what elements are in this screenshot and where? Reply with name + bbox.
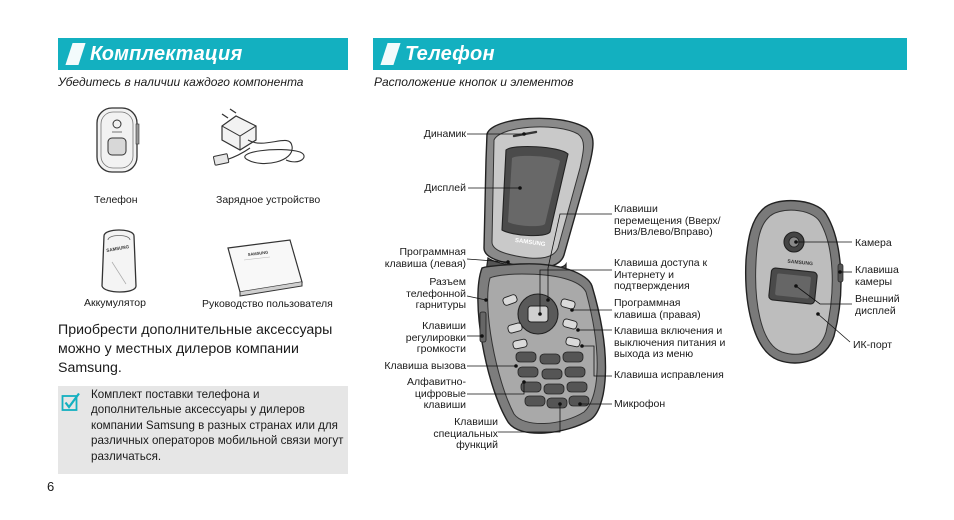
item-caption-manual: Руководство пользователя	[202, 298, 333, 310]
closed-phone-brand-print: SAMSUNG	[787, 259, 813, 268]
phone-body-lower	[477, 263, 607, 434]
charger-item-illustration	[213, 108, 305, 166]
label-clear-key: Клавиша исправления	[614, 369, 724, 381]
label-headset-jack: Разъем телефонной гарнитуры	[406, 276, 466, 311]
label-right-softkey: Программная клавиша (правая)	[614, 297, 701, 321]
label-camera: Камера	[855, 237, 892, 249]
closed-phone-illustration: SAMSUNG	[745, 199, 844, 364]
manual-brand-print: SAMSUNG	[248, 250, 269, 257]
section-banner-phone: Телефон	[373, 38, 907, 70]
label-left-softkey: Программная клавиша (левая)	[384, 246, 466, 270]
phone-flip-upper: SAMSUNG	[483, 117, 594, 269]
label-alphanumeric-keys: Алфавитно-цифровые клавиши	[407, 376, 466, 411]
item-caption-charger: Зарядное устройство	[216, 194, 321, 206]
label-external-display: Внешний дисплей	[855, 293, 900, 317]
label-display: Дисплей	[424, 182, 466, 194]
page-number: 6	[47, 479, 55, 494]
callout-lines-closed	[794, 240, 852, 343]
accessories-paragraph: Приобрести дополнительные аксессуары мож…	[58, 322, 333, 376]
section-title: Телефон	[405, 42, 495, 65]
label-microphone: Микрофон	[614, 398, 666, 410]
phone-item-illustration	[96, 107, 140, 173]
label-ir-port: ИК-порт	[853, 339, 893, 351]
label-power-end-key: Клавиша включения и выключения питания и…	[614, 325, 726, 360]
section-subtitle: Убедитесь в наличии каждого компонента	[58, 75, 304, 89]
item-caption-phone: Телефон	[94, 194, 138, 206]
label-call-key: Клавиша вызова	[384, 360, 466, 372]
section-title: Комплектация	[90, 42, 243, 65]
battery-brand-print: SAMSUNG	[106, 244, 130, 253]
label-camera-key: Клавиша камеры	[855, 264, 899, 288]
note-box: Комплект поставки телефона и дополнитель…	[58, 386, 348, 474]
section-subtitle: Расположение кнопок и элементов	[374, 75, 574, 89]
label-special-function-keys: Клавиши специальных функций	[433, 416, 498, 451]
note-text: Комплект поставки телефона и дополнитель…	[91, 388, 344, 463]
battery-item-illustration: SAMSUNG	[101, 229, 137, 293]
manual-item-illustration: SAMSUNG	[227, 239, 303, 297]
label-navigation-keys: Клавиши перемещения (Вверх/Вниз/Влево/Вп…	[614, 203, 721, 238]
checkbox-icon	[61, 392, 80, 411]
callout-lines-left	[466, 132, 612, 433]
label-volume-keys: Клавиши регулировки громкости	[405, 320, 466, 355]
label-speaker: Динамик	[423, 128, 466, 140]
item-caption-battery: Аккумулятор	[84, 297, 146, 309]
section-banner-contents: Комплектация	[58, 38, 348, 70]
label-web-confirm-key: Клавиша доступа к Интернету и подтвержде…	[614, 257, 708, 292]
phone-brand-print: SAMSUNG	[515, 238, 547, 248]
